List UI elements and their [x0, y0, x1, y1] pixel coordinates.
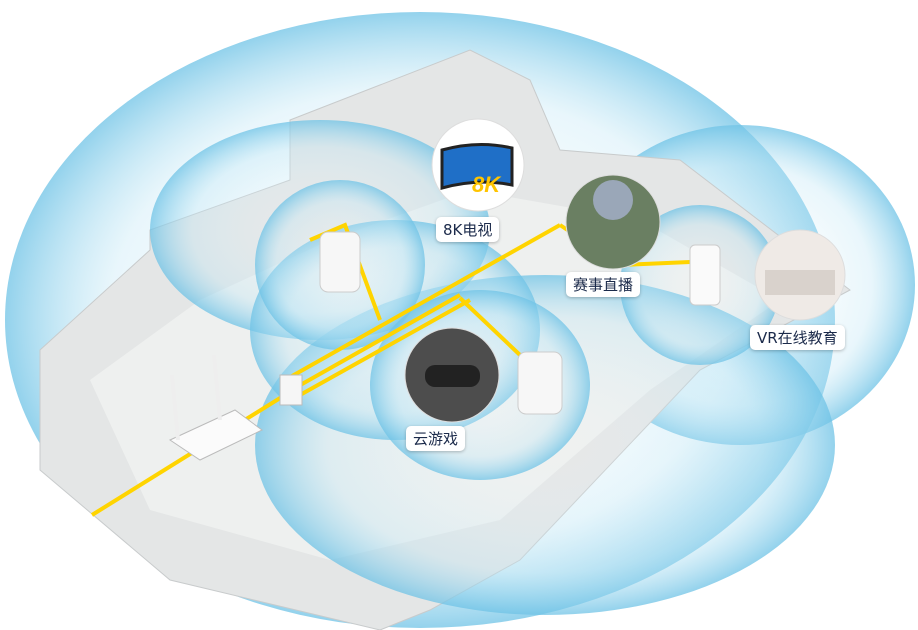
access-point-2 — [517, 351, 563, 415]
vr-bubble — [754, 229, 846, 321]
tv-8k-badge: 8K — [472, 172, 501, 197]
label-vr-education: VR在线教育 — [750, 325, 845, 350]
router — [168, 354, 263, 461]
label-8k-tv: 8K电视 — [436, 217, 500, 242]
sports-bubble — [565, 174, 661, 270]
gaming-bubble — [404, 327, 500, 423]
label-cloud-gaming: 云游戏 — [406, 426, 466, 451]
tv-bubble — [431, 118, 525, 212]
access-point-3 — [689, 244, 721, 306]
label-sports-live: 赛事直播 — [566, 272, 641, 297]
access-point-1 — [319, 231, 361, 293]
optical-terminal — [279, 374, 303, 406]
